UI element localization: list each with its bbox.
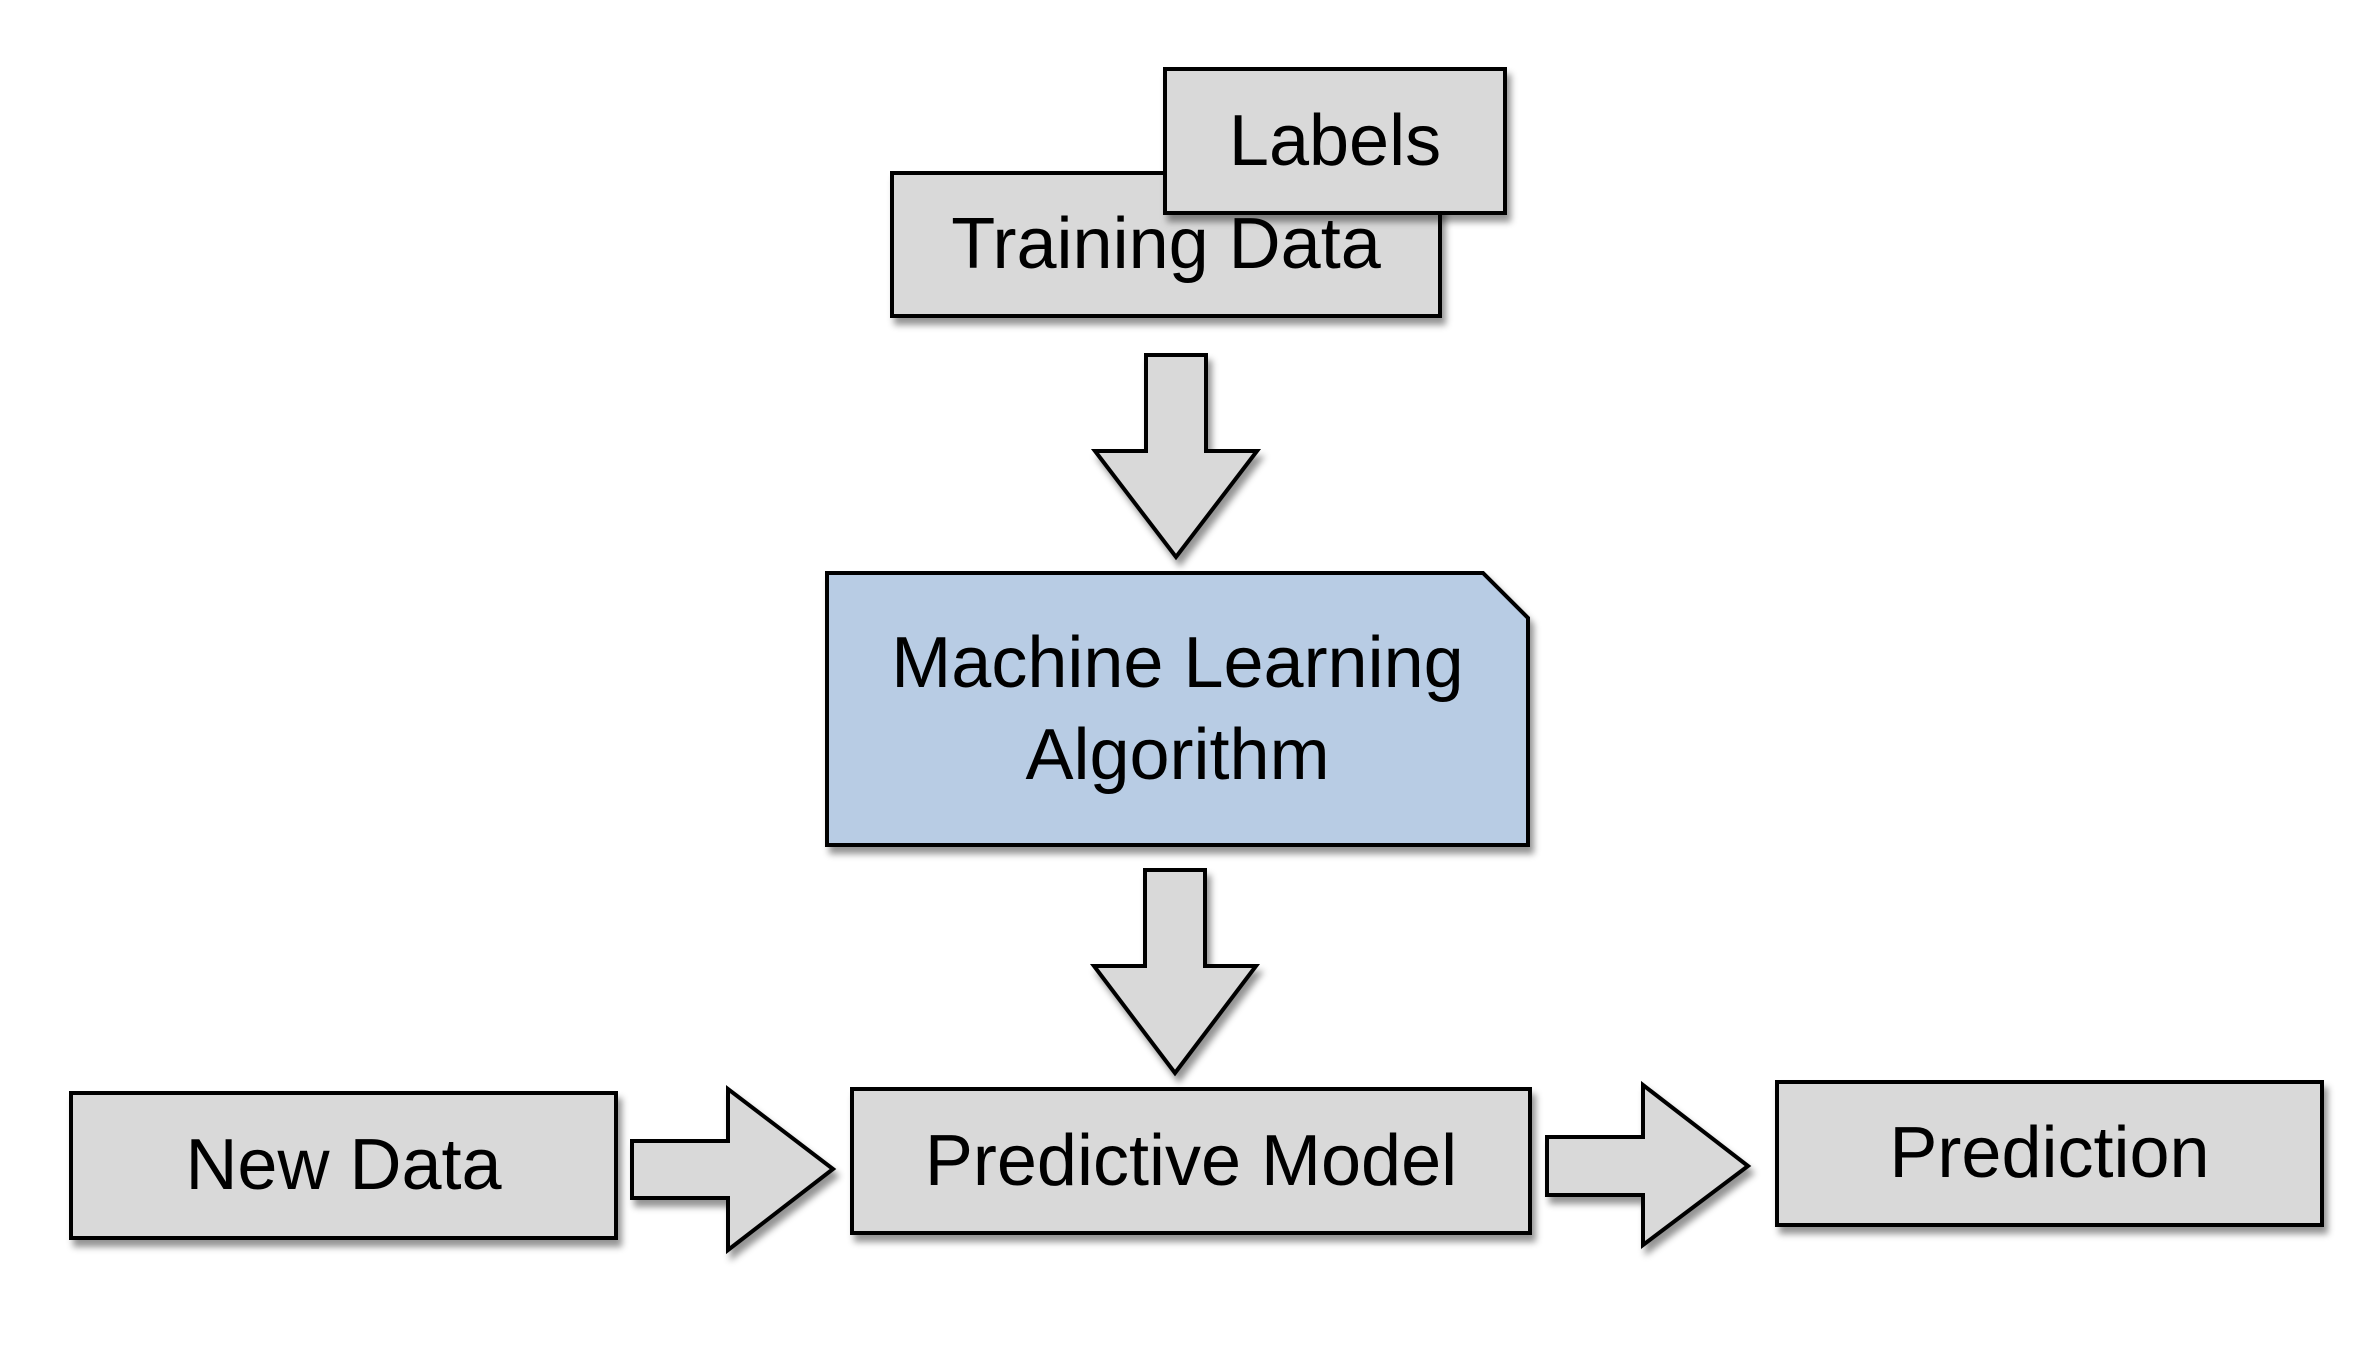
down-arrow-training-to-algorithm	[1090, 353, 1262, 561]
right-arrow-newdata-to-model	[630, 1084, 837, 1255]
predictive-model-box-shape	[850, 1087, 1532, 1235]
prediction-box-shape	[1775, 1080, 2324, 1227]
down-arrow-algorithm-to-model	[1089, 868, 1261, 1077]
new-data-box-shape	[69, 1091, 618, 1240]
labels-box-shape	[1163, 67, 1507, 215]
ml-algorithm-box-shape	[825, 571, 1530, 847]
right-arrow-model-to-prediction	[1545, 1080, 1752, 1250]
